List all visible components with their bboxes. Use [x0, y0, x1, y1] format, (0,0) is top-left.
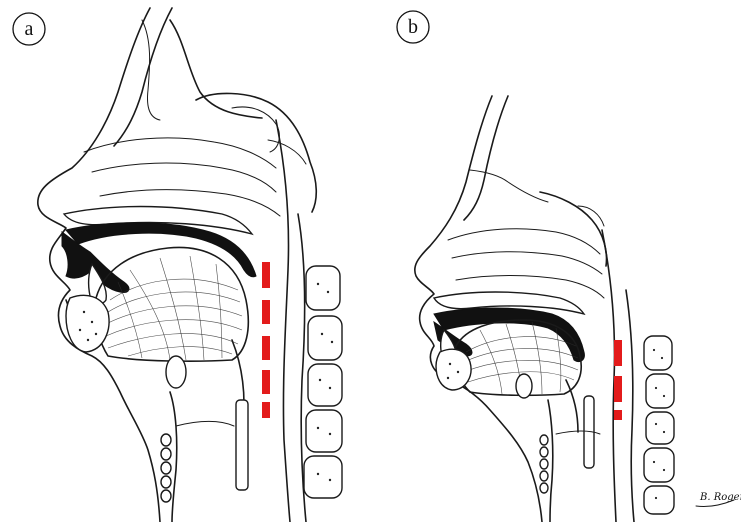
panel-a-marker-dash: [262, 402, 270, 418]
panel-b-airway-marker: [614, 340, 622, 420]
panel-a-label: a: [25, 18, 34, 40]
panel-b: b: [397, 11, 674, 522]
panel-a-marker-dash: [262, 370, 270, 394]
panel-b-label: b: [408, 16, 418, 38]
panel-a-airway-marker: [262, 262, 270, 418]
panel-b-trachea: [540, 435, 548, 493]
panel-a-cervical-spine: [304, 266, 342, 498]
panel-b-cervical-spine: [644, 336, 674, 514]
panel-a-marker-dash: [262, 336, 270, 360]
panel-b-marker-dash: [614, 340, 622, 366]
panel-b-marker-dash: [614, 376, 622, 402]
panel-a: a: [13, 8, 342, 522]
panel-b-marker-dash: [614, 410, 622, 420]
panel-a-marker-dash: [262, 300, 270, 324]
panel-a-trachea: [161, 434, 171, 502]
panel-a-marker-dash: [262, 262, 270, 288]
panel-a-tongue: [96, 247, 249, 361]
artist-signature: B. Roger: [699, 492, 741, 503]
